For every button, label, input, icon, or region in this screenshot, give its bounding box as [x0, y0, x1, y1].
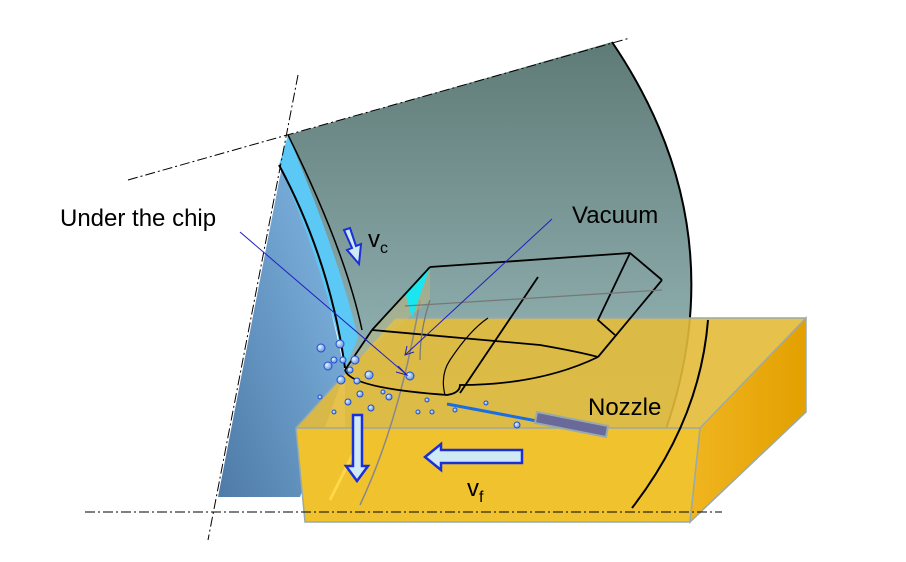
- bubbles: [316, 339, 521, 429]
- label-vf: vf: [467, 475, 484, 506]
- workpiece-top: [296, 318, 806, 428]
- vc-arrow-icon: [342, 226, 363, 267]
- vc-main: v: [368, 226, 380, 253]
- nozzle-jet: [446, 402, 538, 423]
- vf-sub: f: [479, 489, 484, 506]
- label-nozzle: Nozzle: [588, 394, 661, 421]
- chip: [344, 252, 663, 396]
- rake-band: [279, 135, 358, 368]
- label-vacuum: Vacuum: [572, 202, 658, 229]
- vc-sub: c: [380, 240, 388, 257]
- leader-lines: [239, 218, 553, 376]
- label-under-the-chip: Under the chip: [60, 205, 216, 232]
- rake-edge-line: [287, 134, 363, 331]
- vf-main: v: [467, 475, 479, 502]
- tool-flank-face: [218, 135, 345, 497]
- center-lines: [85, 37, 722, 541]
- wheel-arc-front: [631, 319, 709, 509]
- down-arrow-icon: [343, 413, 371, 484]
- nozzle-icon: [533, 410, 610, 439]
- label-vc: vc: [368, 226, 388, 257]
- vf-arrow-icon: [423, 441, 524, 473]
